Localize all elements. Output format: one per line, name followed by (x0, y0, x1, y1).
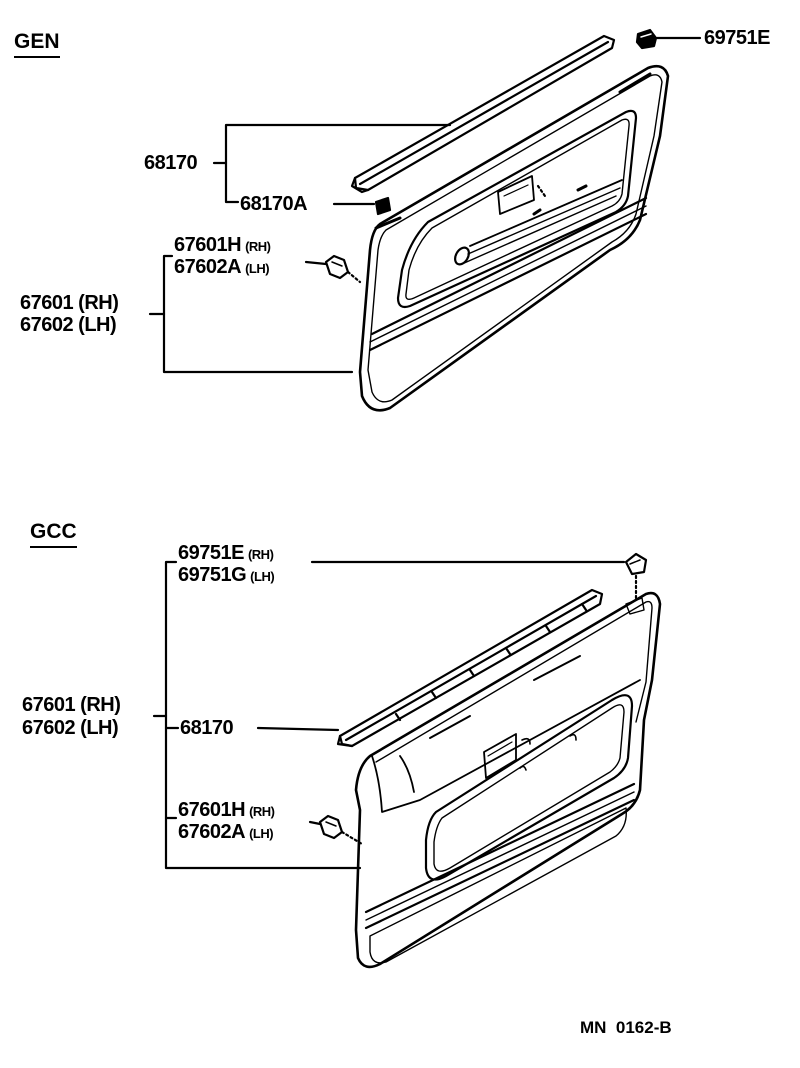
label-68170-gcc: 68170 (180, 717, 234, 739)
label-67601h-gen: 67601H(RH) (174, 234, 271, 258)
section-title-gcc: GCC (30, 520, 77, 548)
label-69751e-gcc-sfx: (RH) (247, 547, 274, 562)
diagram-code: MN 0162-B (580, 1018, 672, 1037)
label-67601-gcc: 67601 (RH) (22, 694, 121, 716)
section-title-gen: GEN (14, 30, 60, 58)
clip-69751e-gcc (624, 552, 648, 602)
label-69751e-gcc: 69751E(RH) (178, 542, 274, 566)
label-69751g-gcc: 69751G(LH) (178, 564, 275, 588)
label-67602a-gcc: 67602A(LH) (178, 821, 274, 845)
label-67601h-gcc: 67601H(RH) (178, 799, 275, 823)
clip-69751e-gen (635, 28, 658, 50)
label-67601-gen: 67601 (RH) (20, 292, 119, 314)
label-69751g-gcc-num: 69751G (178, 564, 247, 586)
label-67602a-gcc-num: 67602A (178, 821, 246, 843)
weatherstrip-68170-gen (350, 34, 616, 194)
label-67602-gen: 67602 (LH) (20, 314, 117, 336)
label-67601h-gcc-sfx: (RH) (249, 804, 275, 819)
label-69751e-gcc-num: 69751E (178, 542, 244, 564)
label-67602a-gen-num: 67602A (174, 256, 242, 278)
clip-68170a-gen (374, 196, 392, 216)
label-67602a-gen: 67602A(LH) (174, 256, 270, 280)
leader-67601h-gcc (308, 820, 322, 826)
door-trim-panel-gcc (354, 591, 662, 969)
label-67601h-gen-sfx: (RH) (245, 239, 271, 254)
label-67601h-gcc-num: 67601H (178, 799, 246, 821)
clip-67601h-gen (324, 254, 362, 284)
label-67602a-gcc-sfx: (LH) (249, 826, 274, 841)
label-67602a-gen-sfx: (LH) (245, 261, 270, 276)
label-68170a-gen: 68170A (240, 193, 308, 215)
label-67601h-gen-num: 67601H (174, 234, 242, 256)
leader-68170-gcc (256, 726, 340, 732)
label-69751g-gcc-sfx: (LH) (250, 569, 275, 584)
clip-67601h-gcc (318, 814, 364, 846)
label-67602-gcc: 67602 (LH) (22, 717, 119, 739)
label-68170-gen: 68170 (144, 152, 198, 174)
label-69751e-gen: 69751E (704, 27, 770, 49)
weatherstrip-68170-gcc (336, 588, 604, 748)
leader-68170-gen (224, 123, 452, 204)
door-trim-panel-gen (358, 64, 670, 412)
leader-67601h-gen (304, 260, 328, 266)
